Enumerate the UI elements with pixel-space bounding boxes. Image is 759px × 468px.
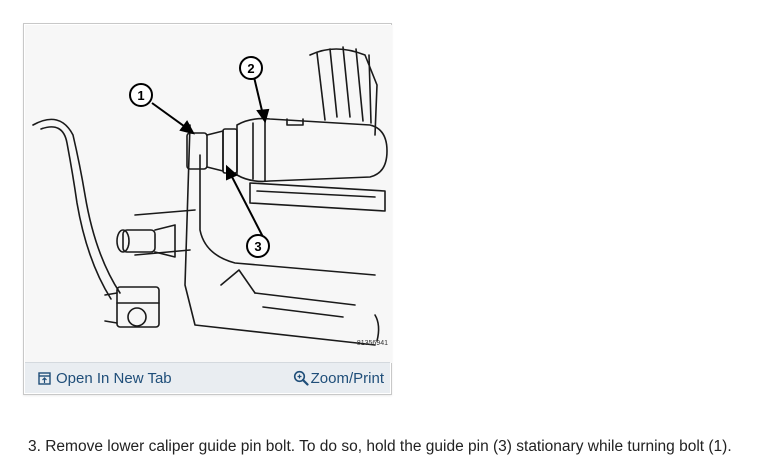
open-in-new-tab-label: Open In New Tab [56,369,172,387]
magnifier-icon [293,370,309,386]
instruction-step: 3. Remove lower caliper guide pin bolt. … [28,438,732,455]
figure-footer: Open In New Tab Zoom/Print [25,362,390,393]
open-in-new-tab-link[interactable]: Open In New Tab [38,368,172,388]
svg-text:1: 1 [137,88,144,103]
open-new-tab-icon [38,371,51,385]
callout-2: 2 [239,56,263,80]
figure-code: 81356941 [357,340,388,347]
svg-text:2: 2 [247,61,254,76]
svg-text:3: 3 [254,239,261,254]
callout-3: 3 [246,234,270,258]
figure-card: 1 2 3 81356941 Open In New Tab [23,23,392,395]
callout-1: 1 [129,83,153,107]
zoom-print-label: Zoom/Print [310,369,384,387]
caliper-illustration: 1 2 3 81356941 [25,25,392,363]
zoom-print-link[interactable]: Zoom/Print [293,368,384,388]
